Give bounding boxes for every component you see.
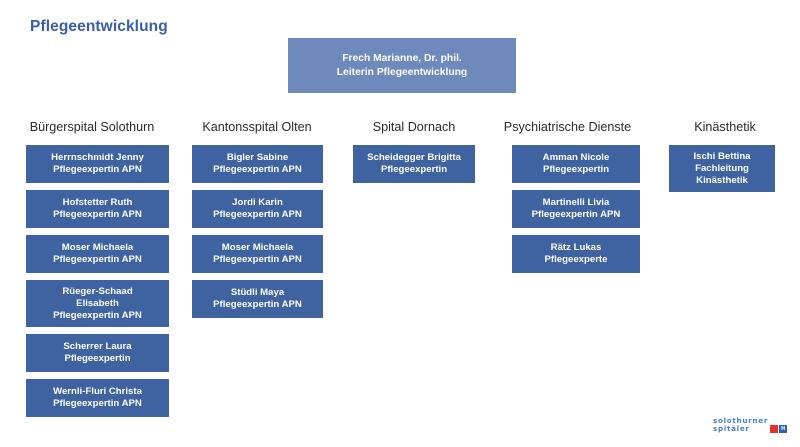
org-node[interactable]: Scherrer Laura Pflegeexpertin bbox=[26, 334, 169, 372]
node-role-cont: Kinästhetik bbox=[696, 174, 748, 186]
leader-name: Frech Marianne, Dr. phil. bbox=[342, 53, 462, 64]
node-name: Ischi Bettina bbox=[693, 150, 751, 162]
logo-marks: H bbox=[770, 424, 788, 433]
page-title: Pflegeentwicklung bbox=[30, 18, 168, 35]
node-role: Pflegeexpertin bbox=[542, 164, 610, 175]
node-name: Amman Nicole bbox=[542, 152, 610, 163]
org-node[interactable]: Martinelli Livia Pflegeexpertin APN bbox=[512, 190, 640, 228]
org-node[interactable]: Moser Michaela Pflegeexpertin APN bbox=[192, 235, 323, 273]
node-name: Moser Michaela bbox=[221, 242, 294, 253]
node-name: Moser Michaela bbox=[61, 242, 134, 253]
logo-red-square-icon bbox=[770, 424, 779, 433]
logo-line-2: spitäler bbox=[713, 424, 750, 433]
node-name: Rätz Lukas bbox=[550, 242, 602, 253]
column-header: Kinästhetik bbox=[694, 120, 756, 134]
node-role: Pflegeexpertin bbox=[380, 164, 448, 175]
logo-hospital-h-icon: H bbox=[779, 424, 788, 433]
org-node[interactable]: Stüdli Maya Pflegeexpertin APN bbox=[192, 280, 323, 318]
node-name-cont: Elisabeth bbox=[76, 297, 119, 309]
org-node[interactable]: Bigler Sabine Pflegeexpertin APN bbox=[192, 145, 323, 183]
column-nodes: Amman Nicole Pflegeexpertin Martinelli L… bbox=[490, 145, 645, 280]
column-header: Kantonsspital Olten bbox=[202, 120, 312, 134]
leader-role: Leiterin Pflegeentwicklung bbox=[336, 66, 468, 78]
org-node[interactable]: Ischi Bettina Fachleitung Kinästhetik bbox=[669, 145, 775, 192]
org-node[interactable]: Hofstetter Ruth Pflegeexpertin APN bbox=[26, 190, 169, 228]
logo-wordmark: solothurner spitäler bbox=[713, 415, 769, 433]
node-name: Scheidegger Brigitta bbox=[367, 152, 461, 163]
node-role: Pflegeexpertin APN bbox=[53, 209, 142, 220]
solothurner-spitaeler-logo: solothurner spitäler H bbox=[713, 414, 788, 436]
node-role: Pflegeexpertin APN bbox=[531, 209, 621, 220]
column-header: Bürgerspital Solothurn bbox=[29, 120, 155, 134]
node-role: Pflegeexpertin APN bbox=[213, 209, 302, 220]
column-nodes: Ischi Bettina Fachleitung Kinästhetik bbox=[655, 145, 795, 199]
node-name: Wernli-Fluri Christa bbox=[53, 386, 142, 397]
org-node[interactable]: Rüeger-Schaad Elisabeth Pflegeexpertin A… bbox=[26, 280, 169, 327]
org-node[interactable]: Scheidegger Brigitta Pflegeexpertin bbox=[353, 145, 475, 183]
org-node[interactable]: Moser Michaela Pflegeexpertin APN bbox=[26, 235, 169, 273]
column-header: Psychiatrische Dienste bbox=[503, 120, 632, 134]
org-node[interactable]: Wernli-Fluri Christa Pflegeexpertin APN bbox=[26, 379, 169, 417]
node-name: Scherrer Laura bbox=[63, 341, 132, 352]
org-node[interactable]: Jordi Karin Pflegeexpertin APN bbox=[192, 190, 323, 228]
org-node-leader[interactable]: Frech Marianne, Dr. phil. Leiterin Pfleg… bbox=[288, 38, 516, 93]
org-node[interactable]: Amman Nicole Pflegeexpertin bbox=[512, 145, 640, 183]
column-nodes: Scheidegger Brigitta Pflegeexpertin bbox=[341, 145, 487, 190]
node-name: Rüeger-Schaad bbox=[62, 285, 133, 297]
node-role: Pflegeexpertin bbox=[64, 353, 131, 364]
node-role: Pflegeexpertin APN bbox=[213, 299, 302, 310]
column-nodes: Herrnschmidt Jenny Pflegeexpertin APN Ho… bbox=[12, 145, 172, 424]
org-node[interactable]: Rätz Lukas Pflegeexperte bbox=[512, 235, 640, 273]
node-role: Pflegeexpertin APN bbox=[213, 164, 302, 175]
node-role: Fachleitung bbox=[695, 162, 749, 174]
org-node[interactable]: Herrnschmidt Jenny Pflegeexpertin APN bbox=[26, 145, 169, 183]
node-name: Martinelli Livia bbox=[542, 197, 610, 208]
node-name: Bigler Sabine bbox=[226, 152, 289, 163]
logo-line-1: solothurner bbox=[713, 415, 769, 425]
node-role: Pflegeexperte bbox=[544, 254, 608, 265]
node-role: Pflegeexpertin APN bbox=[213, 254, 302, 265]
node-role: Pflegeexpertin APN bbox=[53, 309, 142, 321]
column-nodes: Bigler Sabine Pflegeexpertin APN Jordi K… bbox=[185, 145, 329, 325]
node-name: Stüdli Maya bbox=[230, 287, 285, 298]
node-name: Jordi Karin bbox=[232, 197, 283, 208]
node-role: Pflegeexpertin APN bbox=[53, 398, 142, 409]
column-header: Spital Dornach bbox=[372, 120, 456, 134]
node-role: Pflegeexpertin APN bbox=[53, 164, 142, 175]
node-name: Hofstetter Ruth bbox=[62, 197, 133, 208]
node-role: Pflegeexpertin APN bbox=[53, 254, 142, 265]
node-name: Herrnschmidt Jenny bbox=[51, 152, 144, 163]
